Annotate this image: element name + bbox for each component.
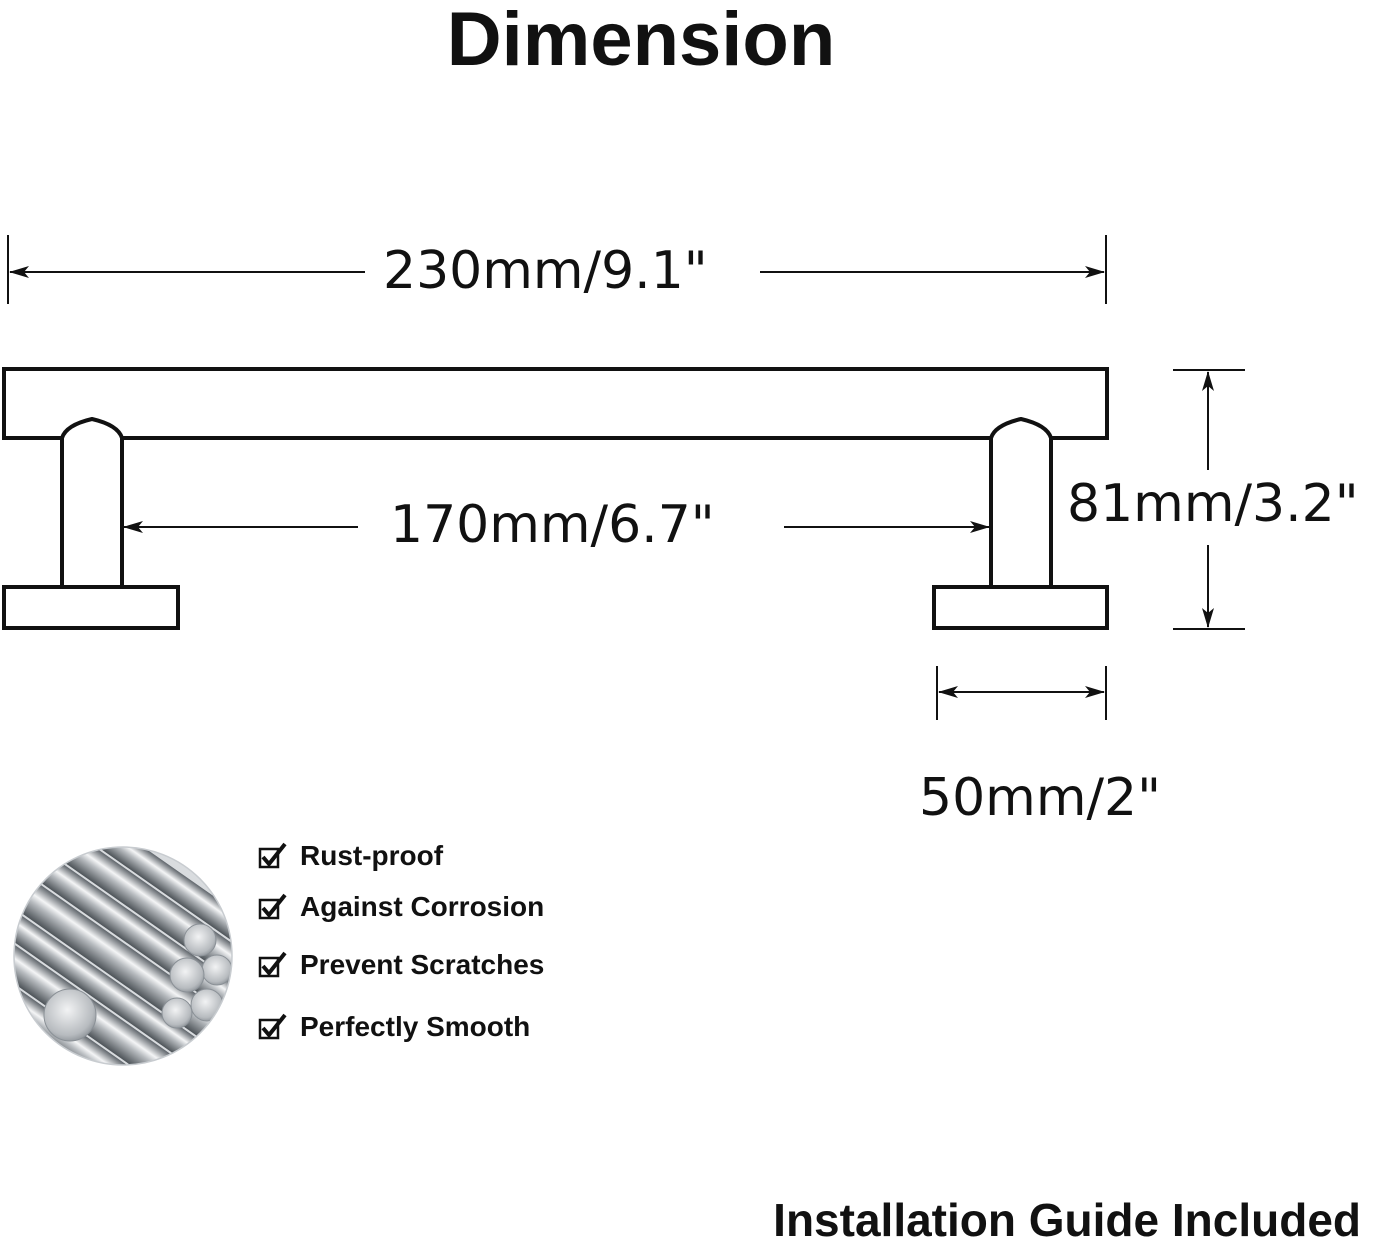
hole-center-label: 170mm/6.7" <box>390 495 715 555</box>
checkbox-check-icon <box>258 1013 287 1040</box>
checkbox-check-icon <box>258 951 287 978</box>
checkbox-check-icon <box>258 893 287 920</box>
steel-rods-image <box>13 846 233 1066</box>
feature-label: Against Corrosion <box>300 891 545 922</box>
base-length-label: 50mm/2" <box>919 768 1161 828</box>
page-title: Dimension <box>446 0 836 82</box>
overall-length-label: 230mm/9.1" <box>383 241 708 301</box>
checkbox-check-icon <box>258 842 287 869</box>
installation-note: Installation Guide Included <box>773 1194 1361 1246</box>
feature-item-rust-proof: Rust-proof <box>258 840 598 872</box>
feature-label: Rust-proof <box>300 840 444 871</box>
feature-item-prevent-scratches: Prevent Scratches <box>258 949 598 981</box>
feature-item-perfectly-smooth: Perfectly Smooth <box>258 1011 598 1043</box>
left-base <box>2 585 180 630</box>
feature-label: Prevent Scratches <box>300 949 545 980</box>
height-label: 81mm/3.2" <box>1067 474 1359 534</box>
feature-label: Perfectly Smooth <box>300 1011 531 1042</box>
left-post <box>60 416 124 587</box>
feature-item-against-corrosion: Against Corrosion <box>258 891 598 923</box>
right-post <box>989 416 1053 587</box>
right-base <box>932 585 1109 630</box>
handle-bar <box>2 367 1109 440</box>
